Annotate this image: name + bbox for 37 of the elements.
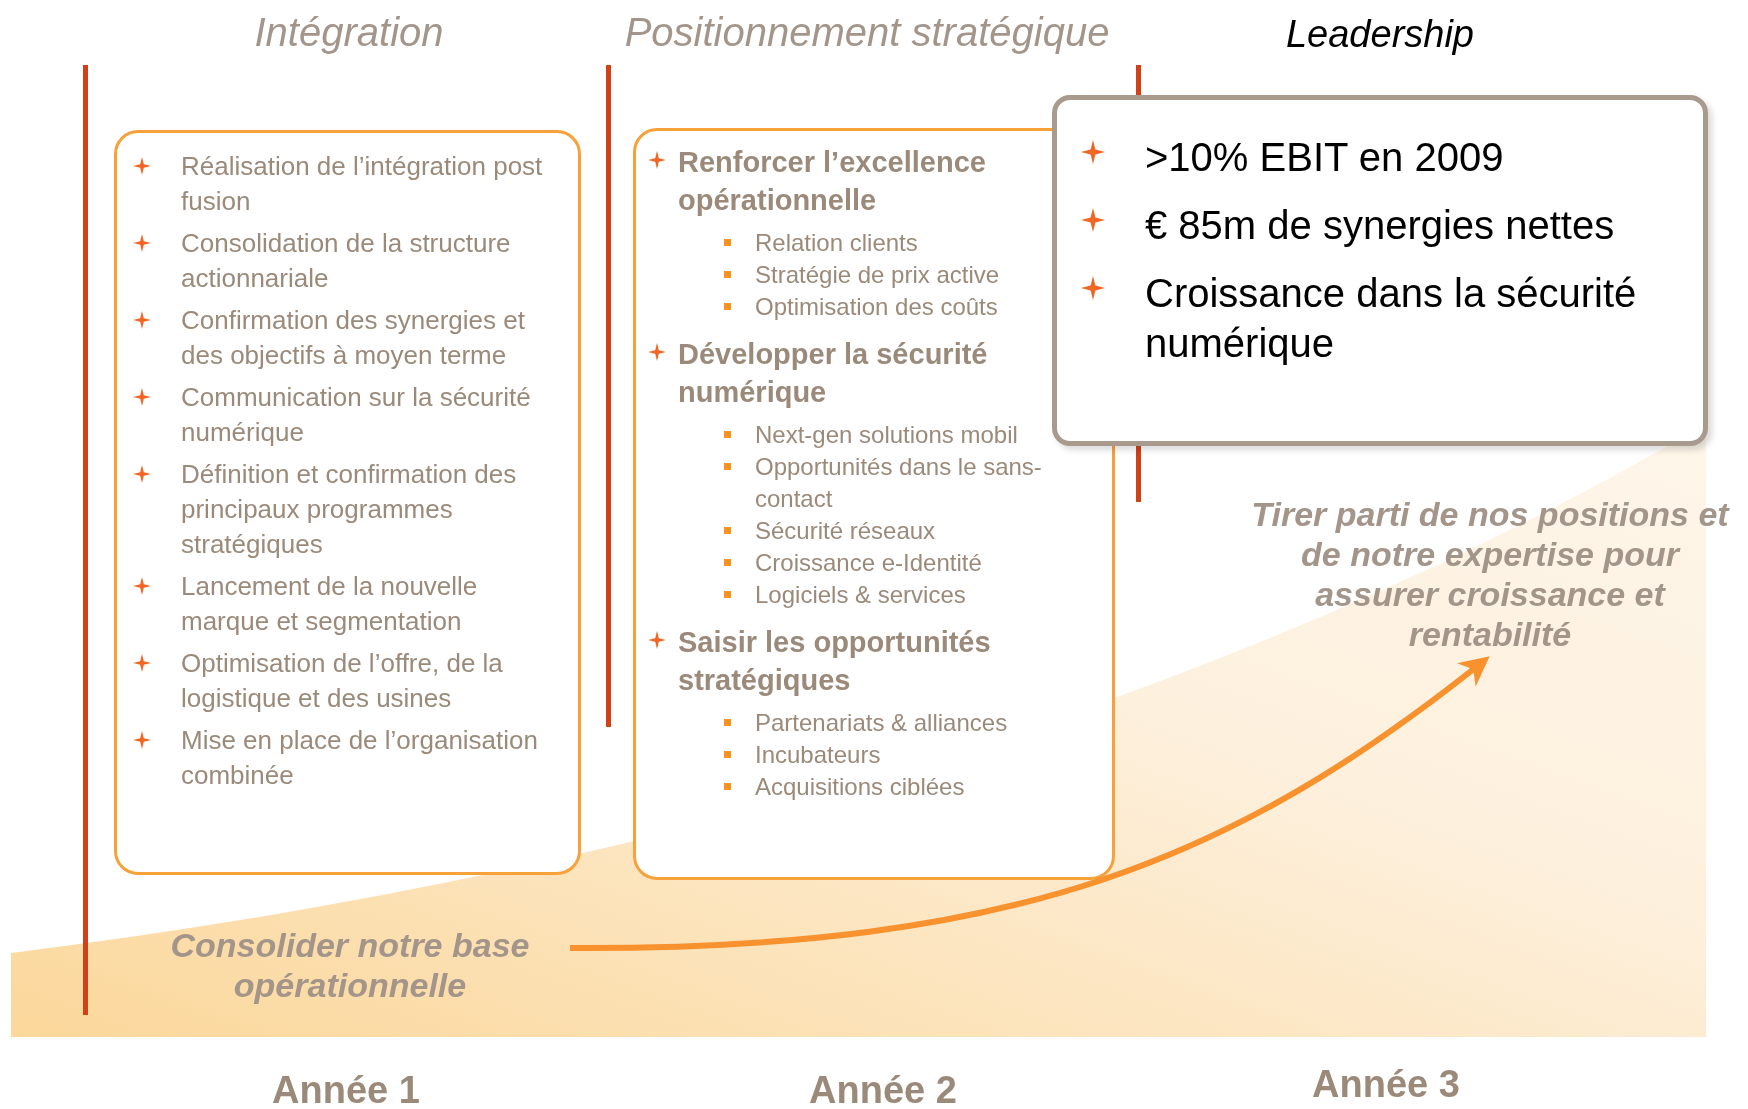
list-item: Partenariats & alliances [755, 708, 1009, 738]
list-item: Optimisation de l’offre, de la logistique et des usines [181, 647, 504, 715]
list-item: Lancement de la nouvelle marque et segmentation [181, 570, 479, 638]
list-item: Définition et confirmation des principaux programmes stratégiques [181, 458, 518, 561]
section-heading: Saisir les opportunités stratégiques [678, 625, 992, 698]
task-list-card [633, 128, 1115, 880]
task-list-card [114, 130, 581, 875]
year-label: Année 2 [808, 1068, 958, 1109]
theme-text: Tirer parti de nos positions et de notre expertise pour assurer croissance et rentabilité [1250, 494, 1731, 654]
list-item: Croissance e-Identité [755, 548, 983, 578]
list-item: Relation clients [755, 228, 919, 258]
goal-text: € 85m de synergies nettes [1145, 202, 1615, 249]
list-item: Mise en place de l’organisation combinée [181, 724, 539, 792]
list-item: Stratégie de prix active [755, 260, 1001, 290]
list-item: Sécurité réseaux [755, 516, 937, 546]
section-heading: Développer la sécurité numérique [678, 337, 989, 410]
goal-card [1052, 95, 1708, 446]
curved-arrow [569, 656, 1490, 951]
list-item: Opportunités dans le sans-contact [755, 452, 1043, 514]
year-label: Année 1 [271, 1068, 421, 1109]
list-item: Confirmation des synergies et des objectifs à moyen terme [181, 304, 526, 372]
phase-heading: Leadership [1284, 12, 1475, 57]
list-item: Optimisation des coûts [755, 292, 999, 322]
phase-heading: Intégration [253, 9, 445, 56]
goal-text: Croissance dans la sécurité numérique [1145, 270, 1638, 367]
phase-heading: Positionnement stratégique [623, 9, 1111, 56]
section-heading: Renforcer l’excellence opérationnelle [678, 145, 987, 218]
list-item: Next-gen solutions mobil [755, 420, 1019, 450]
list-item: Communication sur la sécurité numérique [181, 381, 532, 449]
list-item: Acquisitions ciblées [755, 772, 966, 802]
goal-text: >10% EBIT en 2009 [1145, 134, 1504, 181]
list-item: Consolidation de la structure actionnariale [181, 227, 512, 295]
year-label: Année 3 [1311, 1062, 1461, 1107]
theme-text: Consolider notre base opérationnelle [169, 925, 531, 1005]
list-item: Logiciels & services [755, 580, 967, 610]
list-item: Réalisation de l’intégration post fusion [181, 150, 544, 218]
list-item: Incubateurs [755, 740, 882, 770]
